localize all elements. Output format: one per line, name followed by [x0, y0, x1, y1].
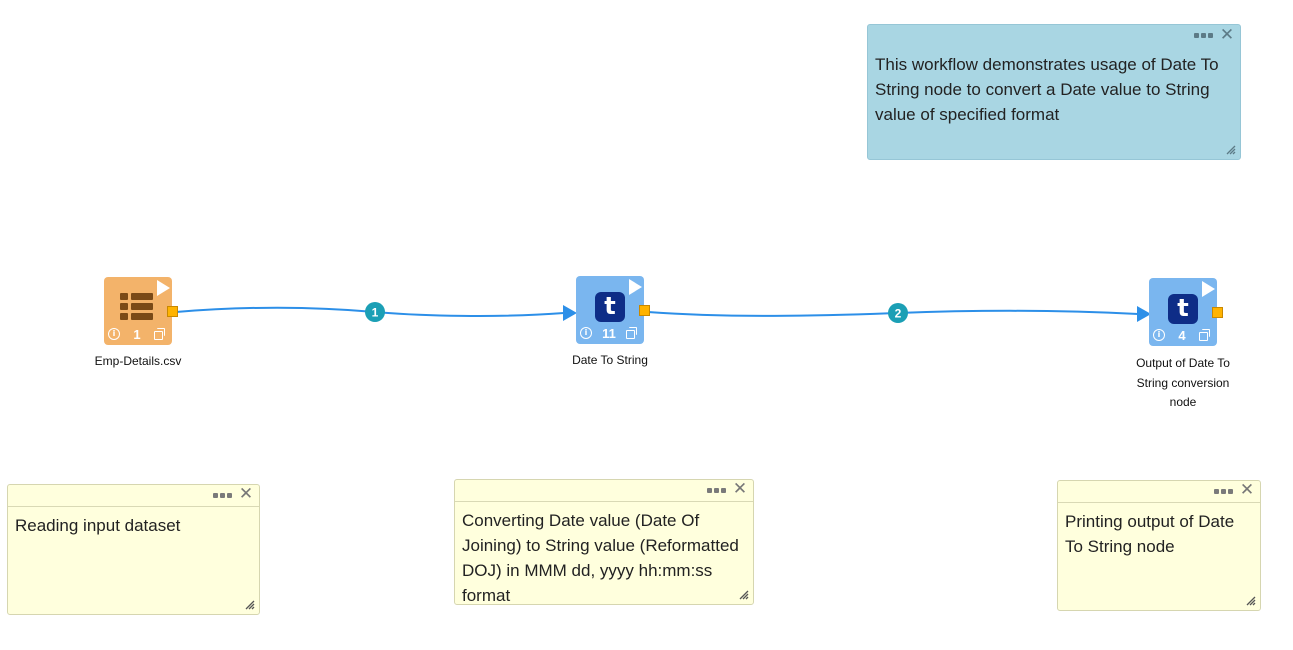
node-label: Date To String: [572, 353, 648, 367]
output-note[interactable]: ✕ Printing output of Date To String node: [1057, 480, 1261, 611]
node-emp-details-csv[interactable]: i 1: [104, 277, 178, 345]
info-icon[interactable]: i: [108, 328, 120, 340]
run-icon[interactable]: [1202, 281, 1215, 297]
node-count: 1: [133, 326, 141, 342]
note-header[interactable]: ✕: [1058, 481, 1260, 503]
more-options-icon[interactable]: [1214, 487, 1234, 495]
note-header[interactable]: ✕: [868, 25, 1240, 46]
output-port[interactable]: [639, 305, 650, 316]
resize-handle-icon[interactable]: [1246, 596, 1256, 606]
more-options-icon[interactable]: [213, 491, 233, 499]
transform-icon: t: [595, 292, 625, 322]
note-text[interactable]: Converting Date value (Date Of Joining) …: [462, 511, 739, 605]
close-icon[interactable]: ✕: [238, 484, 254, 504]
output-port[interactable]: [1212, 307, 1223, 318]
note-header[interactable]: ✕: [8, 485, 259, 507]
output-port[interactable]: [167, 306, 178, 317]
edge-2-badge[interactable]: 2: [888, 303, 908, 323]
copy-icon[interactable]: [1198, 329, 1211, 341]
node-footer: i 11: [580, 325, 638, 341]
node-count: 4: [1178, 327, 1186, 343]
edge-1-arrow: [563, 305, 577, 321]
more-options-icon[interactable]: [1194, 31, 1214, 39]
copy-icon[interactable]: [153, 328, 166, 340]
resize-handle-icon[interactable]: [1226, 145, 1236, 155]
copy-icon[interactable]: [626, 327, 638, 339]
info-icon[interactable]: i: [1153, 329, 1165, 341]
edge-2-arrow: [1137, 306, 1151, 322]
edge-1-label: 1: [372, 306, 379, 320]
more-options-icon[interactable]: [707, 486, 727, 494]
table-icon: [120, 293, 155, 323]
description-note[interactable]: ✕ This workflow demonstrates usage of Da…: [867, 24, 1241, 160]
close-icon[interactable]: ✕: [1219, 25, 1235, 45]
transform-icon: t: [1168, 294, 1198, 324]
close-icon[interactable]: ✕: [732, 479, 748, 499]
resize-handle-icon[interactable]: [245, 600, 255, 610]
edge-1-badge[interactable]: 1: [365, 302, 385, 322]
node-output-date-to-string[interactable]: t i 4: [1149, 278, 1223, 346]
node-footer: i 1: [108, 326, 166, 342]
resize-handle-icon[interactable]: [739, 590, 749, 600]
note-header[interactable]: ✕: [455, 480, 753, 502]
close-icon[interactable]: ✕: [1239, 480, 1255, 500]
edge-2-label: 2: [895, 307, 902, 321]
reader-note[interactable]: ✕ Reading input dataset: [7, 484, 260, 615]
note-text[interactable]: Printing output of Date To String node: [1065, 512, 1235, 556]
note-text[interactable]: Reading input dataset: [15, 516, 181, 535]
note-text[interactable]: This workflow demonstrates usage of Date…: [875, 55, 1219, 124]
node-footer: i 4: [1153, 327, 1211, 343]
node-label: Emp-Details.csv: [94, 354, 182, 368]
node-date-to-string[interactable]: t i 11: [576, 276, 650, 344]
node-label: Output of Date To String conversion node: [1136, 356, 1230, 409]
node-count: 11: [602, 325, 616, 341]
transform-note[interactable]: ✕ Converting Date value (Date Of Joining…: [454, 479, 754, 605]
run-icon[interactable]: [157, 280, 170, 296]
info-icon[interactable]: i: [580, 327, 592, 339]
run-icon[interactable]: [629, 279, 642, 295]
